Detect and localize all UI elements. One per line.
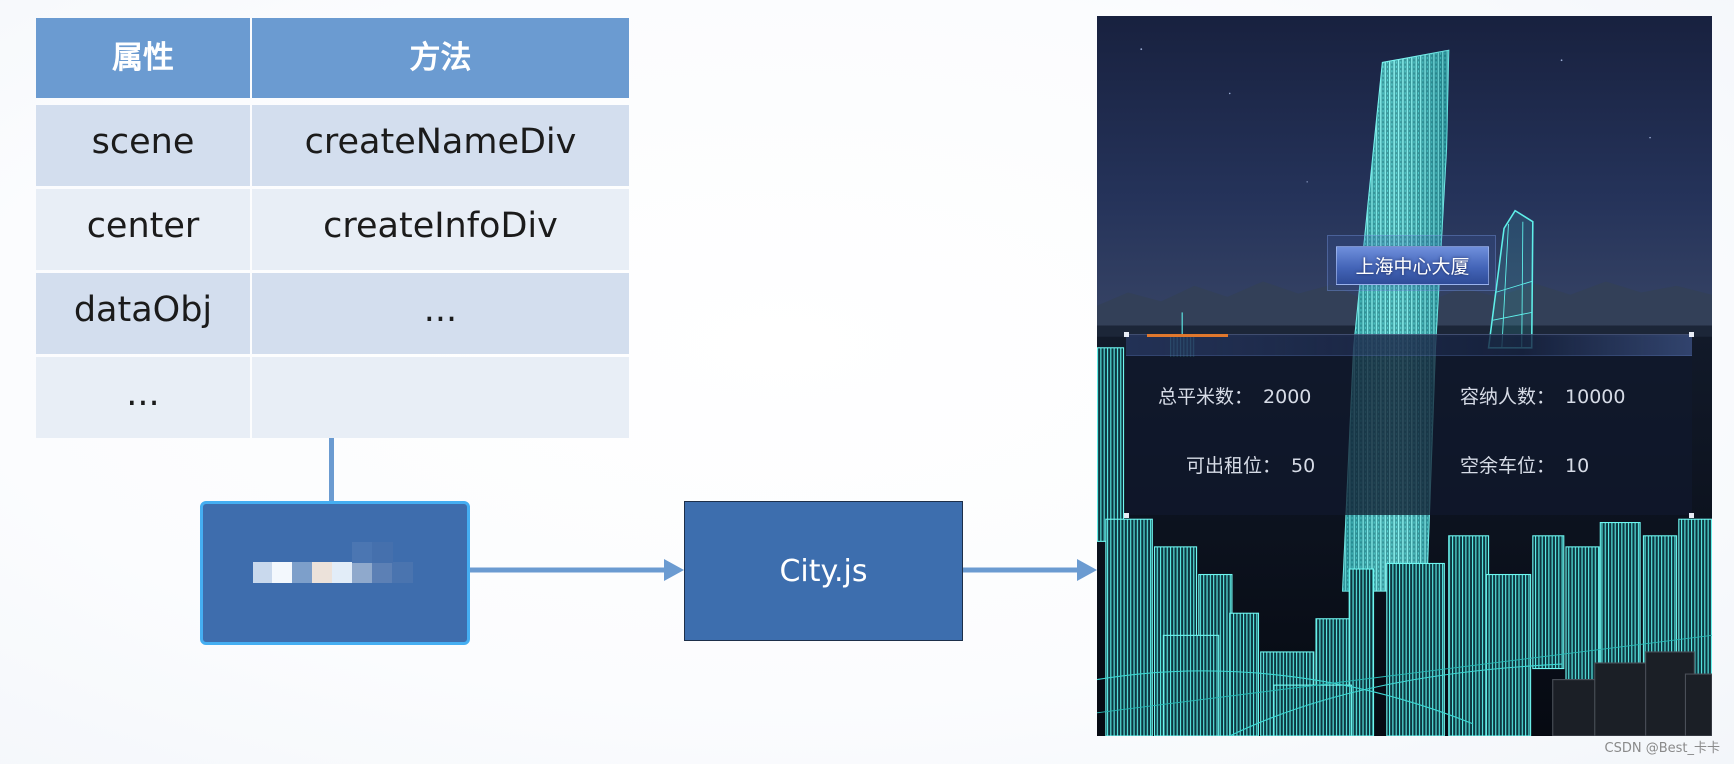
- table-header-properties: 属性: [36, 18, 250, 98]
- mosaic-pixel: [372, 542, 393, 563]
- road: [1097, 634, 1712, 714]
- dark-building: [1594, 662, 1649, 736]
- corner-marker: [1689, 513, 1694, 518]
- stat-total-area: 总平米数： 2000: [1158, 382, 1311, 409]
- connector-line: [329, 438, 334, 501]
- building: [1273, 684, 1352, 736]
- building-name-tag: 上海中心大厦: [1327, 235, 1496, 291]
- watermark: CSDN @Best_卡卡: [1604, 741, 1720, 756]
- table-header-methods: 方法: [252, 18, 629, 98]
- stat-free-parking: 空余车位： 10: [1460, 451, 1589, 478]
- building: [1162, 634, 1220, 736]
- stat-label: 总平米数：: [1158, 386, 1254, 408]
- table-cell-property: ...: [36, 357, 250, 438]
- table-cell-method: ...: [252, 273, 629, 354]
- secondary-tower-frame: [1492, 221, 1532, 348]
- building: [1386, 562, 1445, 736]
- info-panel-accent-line: [1147, 334, 1228, 337]
- building-name-label: 上海中心大厦: [1336, 246, 1489, 285]
- table-header-row: 属性 方法: [36, 18, 629, 98]
- star: [1228, 92, 1231, 95]
- corner-marker: [1124, 332, 1129, 337]
- dark-building: [1552, 679, 1598, 736]
- mosaic-pixel: [372, 562, 393, 583]
- road: [1097, 670, 1474, 725]
- stat-value: 10000: [1565, 386, 1626, 408]
- mosaic-pixel: [312, 562, 333, 583]
- table-cell-property: dataObj: [36, 273, 250, 354]
- star: [1306, 181, 1308, 183]
- mosaic-pixel: [352, 562, 373, 583]
- stat-value: 2000: [1263, 386, 1312, 408]
- table-cell-method: [252, 357, 629, 438]
- cityjs-label: City.js: [779, 553, 868, 589]
- dark-building: [1684, 673, 1712, 736]
- stat-label: 容纳人数：: [1460, 386, 1556, 408]
- obscured-label-mosaic: [253, 542, 429, 584]
- stat-value: 50: [1291, 455, 1316, 477]
- corner-marker: [1124, 513, 1129, 518]
- building: [1105, 518, 1153, 736]
- building-info-panel: 总平米数： 2000 容纳人数： 10000 可出租位： 50 空余车位： 10: [1124, 332, 1694, 518]
- stat-value: 10: [1565, 455, 1590, 477]
- info-panel-header-band: [1126, 335, 1692, 356]
- table-cell-method: createNameDiv: [252, 105, 629, 186]
- building: [1229, 612, 1260, 736]
- mosaic-pixel: [272, 562, 293, 583]
- mosaic-pixel: [332, 562, 353, 583]
- building: [1485, 573, 1532, 736]
- mosaic-pixel: [292, 562, 313, 583]
- mosaic-pixel: [392, 562, 413, 583]
- road: [1229, 663, 1562, 736]
- stat-rentable-units: 可出租位： 50: [1186, 451, 1315, 478]
- stat-label: 可出租位：: [1186, 455, 1282, 477]
- cityjs-box: City.js: [684, 501, 963, 641]
- property-method-table: scene createNameDiv center createInfoDiv…: [36, 105, 629, 438]
- star: [1140, 48, 1143, 51]
- corner-marker: [1689, 332, 1694, 337]
- mosaic-pixel: [253, 562, 274, 583]
- star: [1649, 136, 1651, 139]
- stat-label: 空余车位：: [1460, 455, 1556, 477]
- arrow-head: [664, 559, 684, 581]
- table-cell-method: createInfoDiv: [252, 189, 629, 270]
- arrow-head: [1077, 559, 1097, 581]
- mosaic-pixel: [352, 542, 373, 563]
- building: [1532, 535, 1565, 670]
- table-cell-property: center: [36, 189, 250, 270]
- star: [1560, 59, 1563, 62]
- building: [1348, 568, 1375, 736]
- city-scene-render: 上海中心大厦 总平米数： 2000 容纳人数： 10000 可出租位： 50 空余车位…: [1097, 16, 1712, 736]
- table-cell-property: scene: [36, 105, 250, 186]
- source-module-box: [200, 501, 470, 645]
- building: [1448, 535, 1490, 736]
- stat-capacity: 容纳人数： 10000: [1460, 382, 1625, 409]
- building: [1097, 347, 1125, 542]
